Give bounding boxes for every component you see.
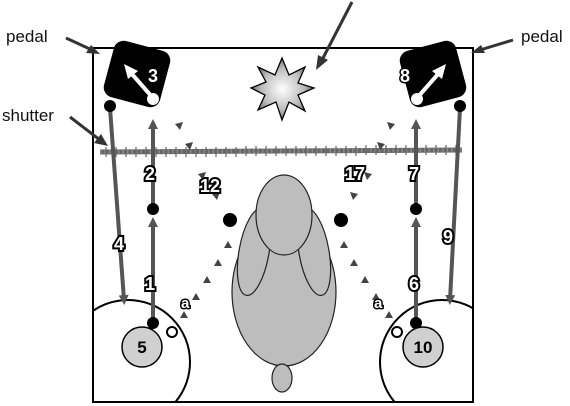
right-disc bbox=[402, 326, 444, 368]
starburst-light-icon bbox=[249, 56, 316, 122]
step-5-label: 5 bbox=[137, 338, 146, 357]
right-a-dot bbox=[391, 326, 403, 338]
light-pointer-arrowhead bbox=[316, 55, 328, 70]
step-2-label: 2 bbox=[145, 164, 155, 184]
step-6-label: 6 bbox=[409, 274, 419, 294]
right-start-zone bbox=[379, 299, 472, 401]
left-pedal: 3 bbox=[103, 40, 171, 108]
pedal-right-label: pedal bbox=[521, 27, 563, 46]
step-9-label: 9 bbox=[443, 227, 453, 247]
left-disc bbox=[121, 326, 163, 368]
shutter-pointer-head bbox=[94, 134, 108, 146]
right-pedal-dot bbox=[454, 100, 466, 112]
step-17-label: 17 bbox=[345, 164, 365, 184]
arrow-icon bbox=[124, 64, 159, 105]
pedal-left-pointer-head bbox=[86, 45, 100, 54]
step-3-label: 3 bbox=[148, 66, 158, 86]
step-8-label: 8 bbox=[400, 66, 410, 86]
left-start-dot bbox=[147, 317, 159, 329]
arrow-icon bbox=[411, 64, 446, 105]
pedal-right-pointer-head bbox=[471, 45, 485, 53]
step-10-label: 10 bbox=[414, 338, 433, 357]
step-4-label: 4 bbox=[114, 234, 124, 254]
left-a-label: a bbox=[181, 295, 190, 312]
right-chevron-path bbox=[340, 122, 395, 318]
right-pedal: 8 bbox=[399, 40, 467, 108]
left-pedal-dot bbox=[104, 100, 116, 112]
light-pointer-line bbox=[320, 1, 354, 61]
step-1-label: 1 bbox=[145, 274, 155, 294]
right-path-step9 bbox=[445, 107, 462, 305]
step-7-label: 7 bbox=[409, 164, 419, 184]
right-inner-dot bbox=[334, 213, 348, 227]
pedal-left-label: pedal bbox=[6, 27, 48, 46]
left-inner-dot bbox=[223, 213, 237, 227]
pedal-right-pointer bbox=[479, 38, 514, 52]
right-start-dot bbox=[410, 317, 422, 329]
right-a-label: a bbox=[374, 295, 383, 312]
pedal-left-pointer bbox=[65, 36, 93, 52]
left-chevron-path bbox=[175, 122, 232, 318]
left-a-dot bbox=[166, 326, 178, 338]
shutter-label: shutter bbox=[2, 106, 54, 125]
left-mid-dot bbox=[147, 203, 159, 215]
shutter-pointer bbox=[69, 115, 101, 142]
animal bbox=[231, 174, 337, 393]
left-path-step4 bbox=[108, 107, 129, 305]
right-mid-dot bbox=[410, 203, 422, 215]
step-12-label: 12 bbox=[200, 176, 220, 196]
